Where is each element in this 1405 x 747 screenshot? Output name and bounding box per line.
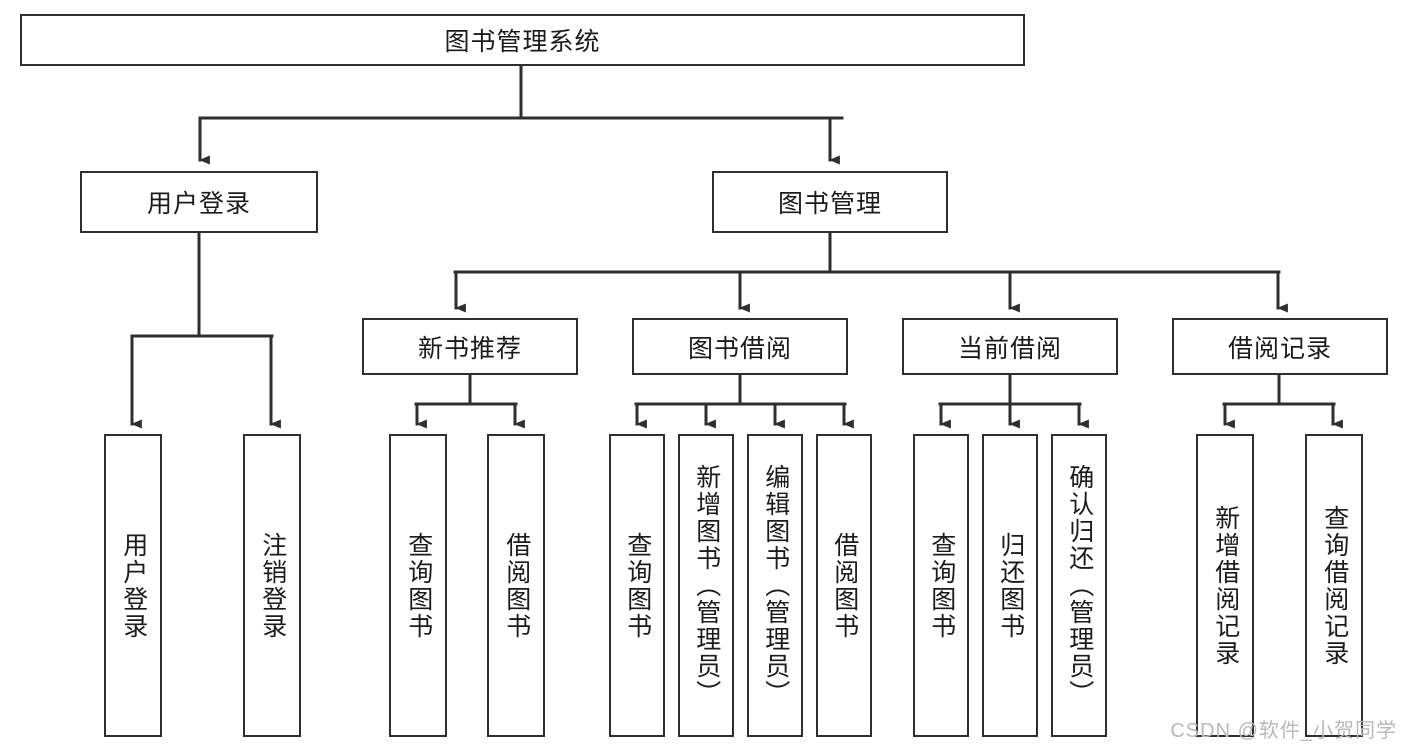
leaf-edit-book-admin[interactable]: 编辑图书（管理员） bbox=[747, 434, 803, 737]
node-book-management[interactable]: 图书管理 bbox=[712, 171, 948, 233]
node-label: 当前借阅 bbox=[957, 334, 1062, 363]
node-label: 新增借阅记录 bbox=[1211, 504, 1240, 667]
leaf-query-book-recommend[interactable]: 查询图书 bbox=[389, 434, 447, 737]
leaf-add-book-admin[interactable]: 新增图书（管理员） bbox=[678, 434, 734, 737]
node-label: 归还图书 bbox=[996, 531, 1025, 640]
node-user-login[interactable]: 用户登录 bbox=[80, 171, 318, 233]
node-label: 编辑图书（管理员） bbox=[761, 464, 790, 707]
node-label: 借阅图书 bbox=[502, 531, 531, 640]
leaf-user-login[interactable]: 用户登录 bbox=[104, 434, 162, 737]
node-label: 图书借阅 bbox=[687, 334, 792, 363]
leaf-return-book[interactable]: 归还图书 bbox=[982, 434, 1038, 737]
node-current-borrow[interactable]: 当前借阅 bbox=[902, 318, 1118, 375]
node-borrow-record[interactable]: 借阅记录 bbox=[1172, 318, 1388, 375]
leaf-borrow-book-recommend[interactable]: 借阅图书 bbox=[487, 434, 545, 737]
node-label: 新书推荐 bbox=[417, 334, 522, 363]
leaf-query-borrow-record[interactable]: 查询借阅记录 bbox=[1305, 434, 1363, 737]
node-label: 查询图书 bbox=[927, 531, 956, 640]
leaf-confirm-return-admin[interactable]: 确认归还（管理员） bbox=[1051, 434, 1107, 737]
node-label: 借阅图书 bbox=[830, 531, 859, 640]
watermark: CSDN @软件_小贺同学 bbox=[1170, 720, 1397, 742]
node-label: 用户登录 bbox=[119, 531, 148, 640]
leaf-borrow-book[interactable]: 借阅图书 bbox=[816, 434, 872, 737]
node-new-book-recommend[interactable]: 新书推荐 bbox=[362, 318, 578, 375]
node-root[interactable]: 图书管理系统 bbox=[20, 14, 1025, 66]
leaf-query-book-borrow[interactable]: 查询图书 bbox=[609, 434, 665, 737]
leaf-logout[interactable]: 注销登录 bbox=[243, 434, 301, 737]
node-label: 查询图书 bbox=[404, 531, 433, 640]
node-label: 用户登录 bbox=[146, 190, 251, 218]
node-label: 借阅记录 bbox=[1227, 334, 1332, 363]
node-label: 注销登录 bbox=[258, 531, 287, 640]
leaf-query-book-current[interactable]: 查询图书 bbox=[913, 434, 969, 737]
node-book-borrow[interactable]: 图书借阅 bbox=[632, 318, 848, 375]
node-label: 图书管理 bbox=[777, 190, 882, 218]
leaf-add-borrow-record[interactable]: 新增借阅记录 bbox=[1196, 434, 1254, 737]
node-label: 查询借阅记录 bbox=[1320, 504, 1349, 667]
node-label: 图书管理系统 bbox=[444, 28, 601, 56]
node-label: 新增图书（管理员） bbox=[692, 464, 721, 707]
node-label: 查询图书 bbox=[623, 531, 652, 640]
node-label: 确认归还（管理员） bbox=[1065, 464, 1094, 707]
